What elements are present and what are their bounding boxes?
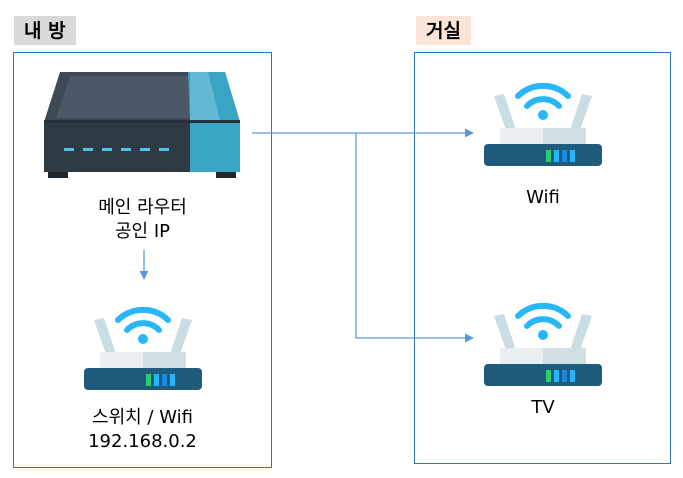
wifi-router-icon <box>484 302 602 386</box>
connector-router-to-tv <box>355 133 474 343</box>
main-router-label-line2: 공인 IP <box>114 221 170 242</box>
room-tag-my-room: 내 방 <box>14 16 76 45</box>
main-router-label-line1: 메인 라우터 <box>98 197 187 218</box>
room-box-living-room <box>414 52 671 464</box>
modem-router-icon <box>44 72 240 178</box>
living-wifi-label: Wifi <box>526 187 560 208</box>
room-box-my-room <box>13 52 272 468</box>
room-tag-living-room: 거실 <box>416 16 471 45</box>
wifi-router-icon <box>484 82 602 166</box>
switch-label-line2: 192.168.0.2 <box>88 431 197 452</box>
living-tv-label: TV <box>531 397 555 418</box>
switch-label-line1: 스위치 / Wifi <box>92 407 193 428</box>
wifi-router-icon <box>84 306 202 390</box>
